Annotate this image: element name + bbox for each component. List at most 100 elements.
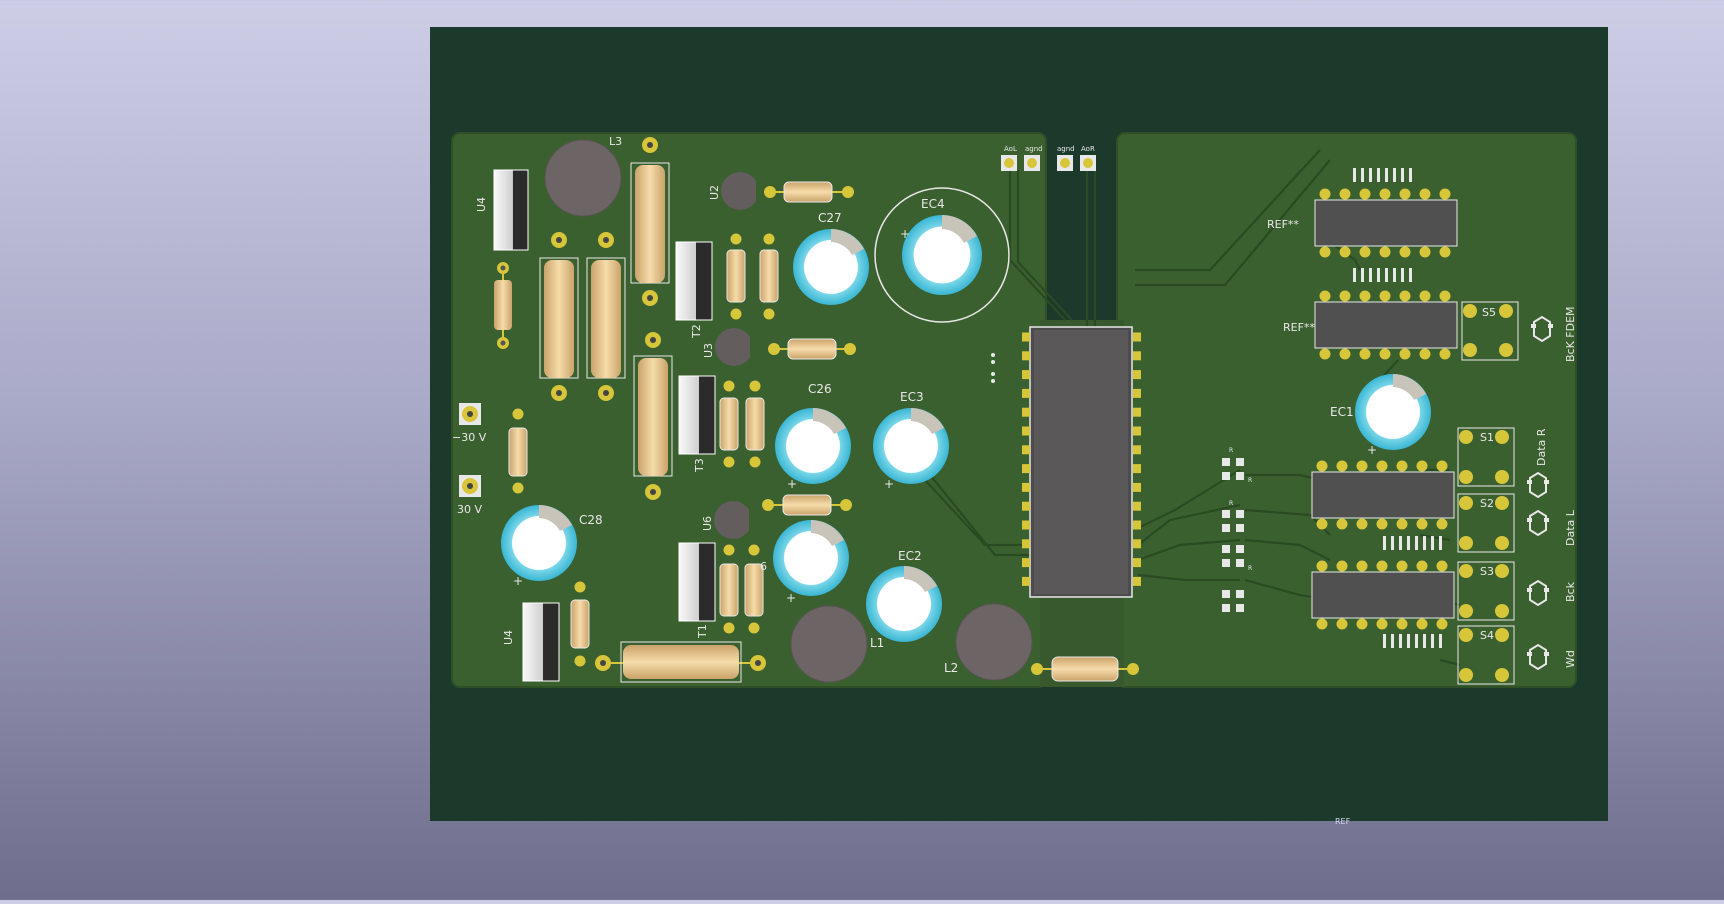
ic-pin: [1379, 246, 1391, 258]
capacitor-ec3[interactable]: EC3 +: [873, 390, 949, 491]
resistor-bridge[interactable]: [1031, 656, 1139, 682]
switch-s4[interactable]: S4: [1457, 625, 1515, 685]
resistor-pair-3[interactable]: 6: [719, 544, 767, 634]
resistor-h1[interactable]: [764, 181, 854, 203]
resistor-power-2[interactable]: [586, 232, 626, 401]
ic-pin: [1133, 351, 1141, 361]
ic-pin: [1399, 290, 1411, 302]
ic-pin: [1319, 188, 1331, 200]
resistor-power-1[interactable]: [539, 232, 579, 401]
transistor-t2[interactable]: [675, 241, 713, 321]
label-ref-1: REF**: [1267, 218, 1299, 231]
capacitor-c26[interactable]: C26 +: [775, 382, 851, 491]
resistor-h3[interactable]: [762, 494, 852, 516]
transistor-u6[interactable]: U6: [701, 501, 755, 539]
regulator-u4-bottom[interactable]: [522, 602, 560, 682]
ic-lower-2[interactable]: [1311, 560, 1455, 630]
ic-pin: [1359, 348, 1371, 360]
transistor-t1[interactable]: [678, 542, 716, 622]
ic-pin: [1133, 388, 1141, 398]
resistor-r1[interactable]: [494, 262, 512, 349]
led-bck-fdem[interactable]: BcK FDEM: [1531, 306, 1577, 362]
ic-pin: [1022, 351, 1030, 361]
label-data-l: Data L: [1564, 509, 1577, 546]
label-r-2: R: [1229, 500, 1233, 507]
transistor-t3[interactable]: [678, 375, 716, 455]
switch-s3[interactable]: S3: [1457, 561, 1515, 621]
led-bck[interactable]: Bck: [1527, 579, 1577, 607]
plus-marker-ec1: +: [1367, 443, 1377, 457]
ic-ref-1[interactable]: REF**: [1267, 188, 1458, 258]
resistor-pair-2[interactable]: [719, 380, 765, 468]
smd-strip-3: [1383, 536, 1442, 550]
ic-pin: [1022, 407, 1030, 417]
resistor-power-3[interactable]: [630, 137, 670, 306]
ic-pin: [1339, 348, 1351, 360]
label-c26: C26: [808, 382, 832, 396]
ic-pin: [1376, 460, 1388, 472]
ic-pin: [1133, 332, 1141, 342]
ic-pin: [1336, 460, 1348, 472]
label-s3: S3: [1480, 565, 1494, 578]
ic-pin: [1022, 445, 1030, 455]
ic-ref-2[interactable]: REF**: [1283, 290, 1458, 360]
ic-pin: [1133, 445, 1141, 455]
ic-pin: [1356, 618, 1368, 630]
ic-pin: [1133, 520, 1141, 530]
led-wd[interactable]: Wd: [1527, 643, 1577, 671]
capacitor-c25[interactable]: +: [773, 520, 849, 605]
ic-pin: [1416, 560, 1428, 572]
ic-pin: [1336, 560, 1348, 572]
resistor-power-4[interactable]: [633, 332, 673, 500]
ic-pin: [1419, 348, 1431, 360]
capacitor-c27[interactable]: C27: [793, 211, 869, 305]
ic-pin: [1319, 246, 1331, 258]
label-bck: Bck: [1564, 581, 1577, 602]
ic-pin: [1419, 246, 1431, 258]
ic-pin: [1316, 618, 1328, 630]
capacitor-c28[interactable]: C28 +: [501, 505, 603, 588]
switch-s5[interactable]: S5: [1461, 301, 1519, 361]
resistor-power-h[interactable]: [595, 641, 766, 683]
transistor-u2[interactable]: U2: [708, 172, 762, 210]
led-data-l[interactable]: Data L: [1527, 509, 1577, 546]
ic-pin: [1359, 290, 1371, 302]
capacitor-ec1[interactable]: EC1 +: [1330, 374, 1431, 457]
label-s5: S5: [1482, 306, 1496, 319]
inductor-l3[interactable]: [544, 139, 622, 217]
ic-pin: [1419, 290, 1431, 302]
ic-pin: [1439, 246, 1451, 258]
led-data-r[interactable]: Data R: [1527, 428, 1549, 499]
output-pads[interactable]: AoL agnd agnd AoR: [1001, 145, 1096, 171]
transistor-u3[interactable]: U3: [702, 328, 756, 366]
label-aol: AoL: [1004, 145, 1017, 153]
capacitor-ec4[interactable]: EC4 +: [874, 187, 1010, 323]
ic-lower-1[interactable]: [1311, 460, 1455, 530]
inductor-l2[interactable]: L2: [944, 603, 1033, 681]
capacitor-ec2[interactable]: EC2: [866, 549, 942, 642]
terminal-minus-30v[interactable]: −30 V: [452, 403, 487, 444]
switch-s2[interactable]: S2: [1457, 493, 1515, 553]
inductor-l1[interactable]: L1: [790, 605, 884, 683]
resistor-r3[interactable]: [570, 581, 590, 667]
ic-pin: [1436, 618, 1448, 630]
label-c27: C27: [818, 211, 842, 225]
resistor-h2[interactable]: [768, 338, 856, 360]
plus-marker-ec4: +: [900, 227, 910, 241]
ic-pin: [1376, 618, 1388, 630]
label-s1: S1: [1480, 431, 1494, 444]
smd-resistors[interactable]: R R R R: [1222, 447, 1252, 612]
ic-pin: [1396, 460, 1408, 472]
ic-pin: [1022, 558, 1030, 568]
switch-s1[interactable]: S1: [1457, 427, 1515, 487]
ic-pin: [1022, 539, 1030, 549]
regulator-u4-top[interactable]: [493, 169, 529, 251]
ic-pin: [1133, 576, 1141, 586]
resistor-r2[interactable]: [508, 408, 528, 494]
ic-main-dip[interactable]: [1022, 326, 1141, 598]
ic-pin: [1439, 348, 1451, 360]
terminal-plus-30v[interactable]: 30 V: [457, 475, 482, 516]
resistor-pair-1[interactable]: [726, 233, 779, 320]
